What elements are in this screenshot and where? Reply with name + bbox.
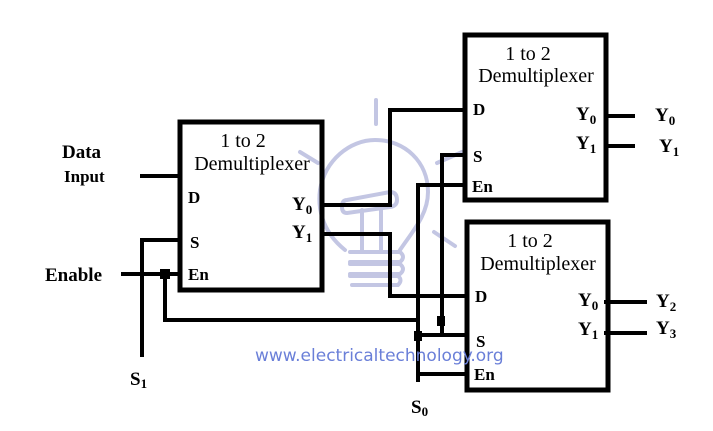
pin-s: S: [190, 233, 199, 252]
wires: [121, 108, 647, 382]
demux-block-b: 1 to 2 Demultiplexer D S En Y0 Y1: [462, 32, 609, 203]
pin-y1: Y1: [576, 133, 596, 156]
pin-d: D: [475, 287, 487, 306]
output-y2-label: Y2: [656, 291, 676, 314]
data-input-label: Data: [62, 142, 102, 163]
y1-to-bottom-d-wire: [320, 232, 467, 298]
demux-block-c: 1 to 2 Demultiplexer D S En Y0 Y1: [464, 219, 611, 393]
block-title-line2: Demultiplexer: [194, 153, 310, 175]
y0-to-top-d-wire: [320, 108, 467, 207]
block-title-line1: 1 to 2: [220, 130, 266, 152]
pin-y0: Y0: [292, 194, 312, 217]
enable-label: Enable: [45, 265, 102, 286]
pin-en: En: [188, 265, 209, 284]
pin-s: S: [473, 147, 482, 166]
watermark-text: www.electricaltechnology.org: [255, 346, 504, 366]
pin-y0: Y0: [576, 104, 596, 127]
pin-y0: Y0: [578, 290, 598, 313]
pin-d: D: [473, 100, 485, 119]
enable-to-top-wire: [416, 183, 467, 322]
pin-y1: Y1: [292, 222, 312, 245]
pin-en: En: [472, 177, 493, 196]
demux-block-a: 1 to 2 Demultiplexer D S En Y0 Y1: [177, 119, 325, 293]
output-y3-label: Y3: [656, 318, 677, 341]
pin-s: S: [476, 332, 485, 351]
s1-wire: [140, 238, 182, 357]
s0-to-s-wire: [440, 153, 467, 337]
block-title-line1: 1 to 2: [505, 43, 551, 65]
pin-en: En: [474, 365, 495, 384]
pin-d: D: [188, 188, 200, 207]
block-title-line2: Demultiplexer: [478, 65, 594, 87]
s1-label: S1: [130, 369, 147, 391]
pin-y1: Y1: [578, 319, 598, 342]
junction-dot: [160, 269, 170, 279]
output-y1-label: Y1: [659, 136, 679, 159]
junction-dot: [437, 316, 445, 326]
output-y0-label: Y0: [655, 105, 675, 128]
s0-label: S0: [411, 397, 428, 419]
junction-dot: [414, 331, 422, 341]
data-input-label-line2: Input: [64, 167, 105, 186]
block-title-line1: 1 to 2: [507, 230, 553, 252]
block-title-line2: Demultiplexer: [480, 253, 596, 275]
